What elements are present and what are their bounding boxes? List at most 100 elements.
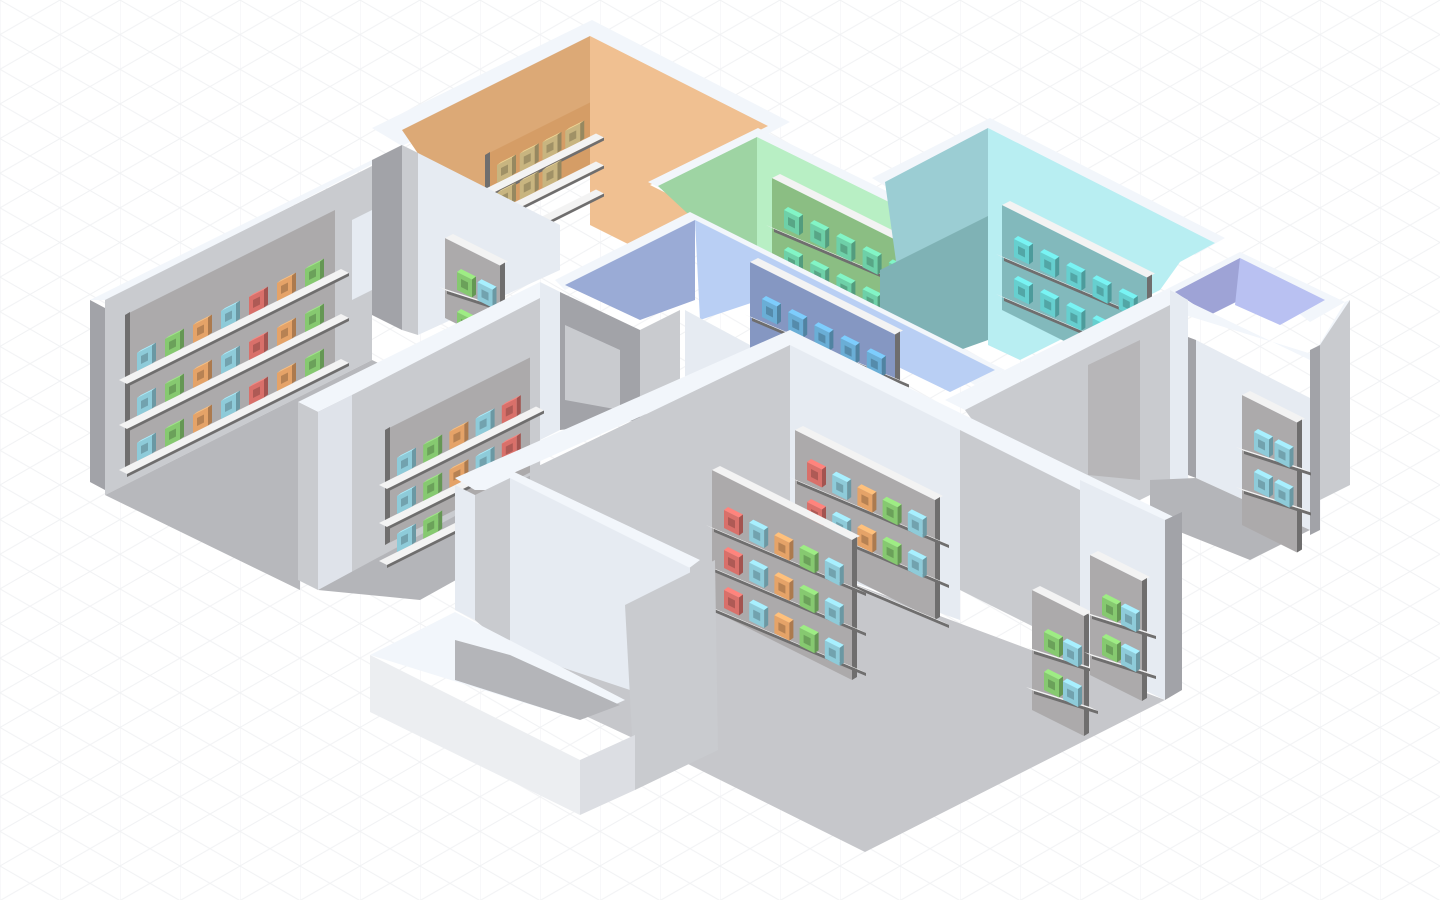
- product-box-top: [832, 511, 852, 523]
- shelf-board: [379, 406, 544, 489]
- product-box-side: [897, 504, 902, 526]
- product-box-side: [320, 258, 324, 280]
- product-box-label: [169, 383, 176, 395]
- product-box-side: [1107, 282, 1112, 304]
- left-outer-wall: [90, 300, 105, 490]
- product-box-red: [249, 286, 268, 315]
- product-box-side: [847, 479, 852, 501]
- product-box-orange: [857, 484, 877, 513]
- product-box-label: [778, 542, 786, 554]
- product-box-label: [1106, 644, 1113, 656]
- product-box-label: [1070, 272, 1078, 284]
- product-box-top: [423, 510, 443, 521]
- product-box-top: [457, 269, 476, 280]
- product-box-top: [277, 317, 296, 328]
- wall-top: [945, 290, 1185, 410]
- product-box-blue: [1254, 469, 1273, 498]
- product-box-side: [472, 276, 476, 298]
- product-box-label: [836, 481, 844, 494]
- product-box-top: [1014, 236, 1033, 247]
- product-box-side: [789, 539, 794, 561]
- product-box-side: [825, 227, 830, 249]
- product-box-orange: [857, 524, 877, 553]
- product-box-side: [320, 303, 324, 325]
- product-box-side: [1136, 651, 1140, 672]
- product-box-blue: [1121, 603, 1140, 632]
- outer-wall: [1320, 300, 1350, 500]
- product-box-top: [1092, 275, 1112, 286]
- product-box-side: [236, 345, 240, 367]
- product-box-side: [855, 342, 860, 364]
- product-box-steel: [762, 296, 781, 325]
- product-box-label: [569, 130, 577, 142]
- room-main-hall: [455, 330, 1182, 852]
- product-box-top: [810, 260, 830, 271]
- product-box-label: [169, 428, 176, 440]
- product-box-green: [165, 418, 184, 447]
- shelving-unit: [1026, 586, 1098, 736]
- product-box-side: [180, 328, 184, 350]
- product-box-top: [249, 331, 268, 342]
- product-box-label: [427, 520, 435, 532]
- product-box-top: [249, 286, 268, 297]
- product-box-top: [193, 314, 212, 325]
- product-box-label: [546, 169, 554, 182]
- product-box-side: [412, 485, 416, 507]
- product-box-orange: [774, 572, 794, 601]
- product-box-top: [724, 587, 743, 598]
- product-box-label: [844, 345, 852, 357]
- outer-wall-end: [1310, 345, 1320, 535]
- shelf-top-cap: [445, 234, 508, 266]
- product-box-label: [1044, 259, 1052, 271]
- product-box-label: [1048, 679, 1055, 691]
- product-box-teal: [1014, 276, 1033, 305]
- product-box-orange: [277, 362, 296, 391]
- product-box-blue: [1254, 429, 1273, 458]
- product-box-teal: [1066, 262, 1086, 291]
- product-box-top: [423, 472, 443, 483]
- product-box-top: [862, 286, 882, 297]
- product-box-top: [501, 433, 521, 444]
- room-wall: [565, 220, 695, 320]
- product-box-top: [749, 519, 769, 531]
- product-box-label: [1018, 286, 1025, 298]
- product-box-top: [882, 496, 902, 508]
- product-box-side: [822, 466, 826, 488]
- product-box-side: [739, 514, 743, 536]
- product-box-top: [862, 246, 882, 257]
- room-floor: [590, 36, 768, 245]
- product-box-side: [292, 317, 296, 339]
- product-box-side: [803, 316, 808, 338]
- product-box-orange: [449, 459, 469, 488]
- product-box-label: [828, 607, 836, 619]
- product-box-side: [922, 516, 927, 538]
- product-box-label: [778, 582, 786, 594]
- product-box-side: [1269, 436, 1273, 458]
- product-box-label: [1278, 449, 1286, 461]
- product-box-blue: [397, 447, 416, 476]
- product-box-green: [423, 510, 443, 539]
- product-box-blue: [824, 597, 844, 626]
- product-box-green: [423, 472, 443, 501]
- product-box-blue: [907, 509, 927, 538]
- product-box-top: [277, 272, 296, 283]
- product-box-label: [281, 282, 288, 294]
- product-box-top: [497, 182, 516, 193]
- product-box-side: [814, 632, 819, 654]
- room-right: [945, 290, 1350, 560]
- product-box-side: [839, 564, 844, 586]
- product-box-top: [784, 207, 803, 218]
- product-box-label: [141, 352, 148, 364]
- counter-right-block: [625, 560, 718, 790]
- counter-back-left: [455, 485, 475, 620]
- product-box-side: [464, 421, 469, 443]
- pillar-face: [402, 145, 418, 335]
- wall-top: [298, 282, 560, 412]
- product-box-top: [165, 328, 184, 339]
- product-box-blue: [137, 342, 156, 371]
- product-box-side: [512, 154, 516, 176]
- product-box-red: [249, 331, 268, 360]
- product-box-top: [836, 233, 856, 244]
- product-box-side: [1055, 296, 1060, 318]
- product-box-label: [253, 341, 260, 353]
